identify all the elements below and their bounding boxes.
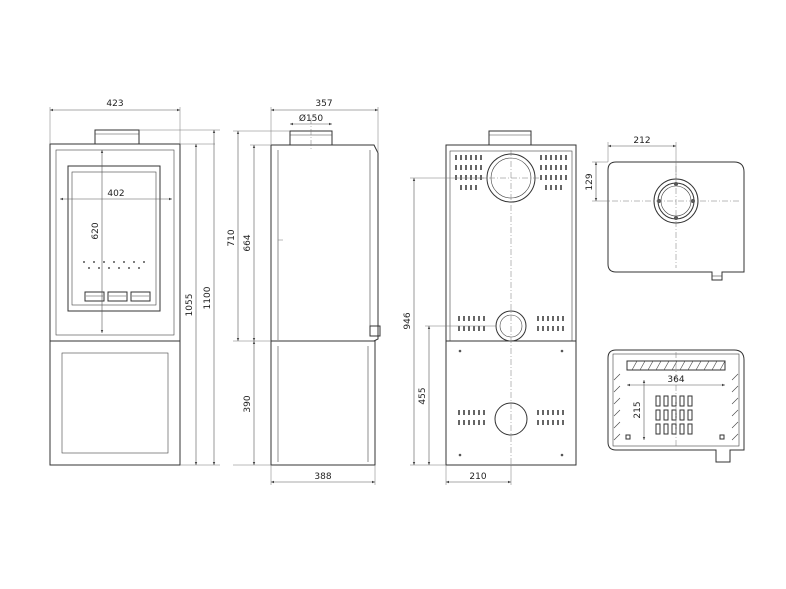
- back-vents-lower: [458, 410, 564, 425]
- dim-front-width: 423: [106, 99, 123, 109]
- dim-front-height-1055: 1055: [185, 294, 195, 317]
- dim-back-height-455: 455: [418, 387, 428, 404]
- dim-back-height-946: 946: [403, 312, 413, 329]
- front-glass-window: [67, 165, 161, 312]
- side-upper-body: [271, 144, 379, 342]
- dim-window-height: 620: [91, 222, 101, 239]
- base-grate-slots: [655, 395, 693, 435]
- back-view: 946 455 210: [403, 130, 577, 485]
- top-body-outline: [607, 161, 745, 281]
- dim-side-depth-base: 388: [314, 472, 331, 482]
- base-side-walls: [613, 373, 739, 441]
- back-vents-upper-left: [455, 155, 482, 190]
- side-base: [270, 340, 376, 466]
- dim-top-offset-129: 129: [585, 173, 595, 190]
- front-dots-row: [83, 261, 145, 269]
- dim-flue-diameter: Ø150: [299, 113, 324, 124]
- base-section-view: 364 215: [607, 349, 745, 463]
- dim-window-width: 402: [107, 189, 124, 199]
- dim-side-height-664: 664: [243, 234, 253, 251]
- dim-back-width-210: 210: [469, 472, 486, 482]
- dim-front-height-1100: 1100: [203, 286, 213, 309]
- dim-base-width-364: 364: [667, 375, 684, 385]
- dim-side-height-710: 710: [227, 229, 237, 246]
- back-vents-upper-right: [540, 155, 567, 190]
- front-air-grate: [84, 291, 151, 302]
- side-handle: [369, 325, 381, 337]
- back-flue-collar: [488, 130, 532, 146]
- base-outline: [607, 349, 745, 463]
- top-view: 212 129: [585, 136, 745, 281]
- front-flue-collar: [94, 129, 140, 145]
- front-view: 423 402 620 1055 1100: [49, 99, 220, 466]
- dim-side-height-390: 390: [243, 395, 253, 412]
- dim-top-offset-212: 212: [633, 136, 650, 146]
- dim-base-depth-215: 215: [633, 401, 643, 418]
- side-view: 357 Ø150 710 664 390 388: [227, 99, 381, 485]
- front-base: [49, 340, 181, 466]
- front-base-panel: [61, 352, 169, 454]
- dim-side-depth-top: 357: [315, 99, 332, 109]
- back-vents-middle: [458, 316, 564, 331]
